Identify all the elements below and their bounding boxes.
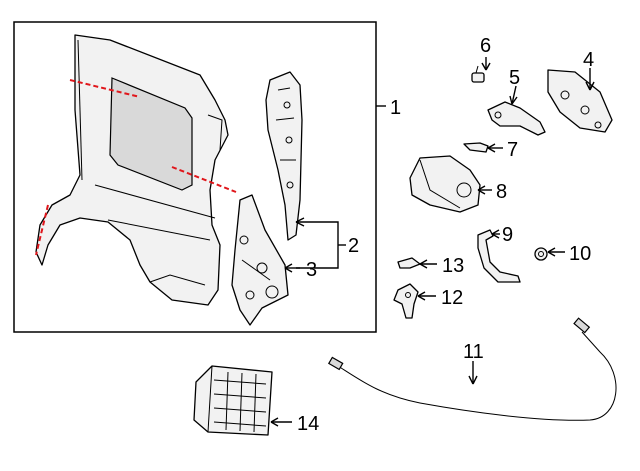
- quarter-panel: [35, 34, 229, 306]
- callout-5: 5: [509, 67, 520, 89]
- clip-part-6: [471, 65, 485, 83]
- grommet-part-10: [534, 247, 548, 261]
- callout-3: 3: [306, 259, 317, 281]
- bumper-part-7: [463, 142, 489, 153]
- callout-14: 14: [297, 413, 319, 435]
- hinge-part-5: [487, 101, 546, 136]
- callout-9: 9: [502, 224, 513, 246]
- callout-4: 4: [583, 49, 594, 71]
- callout-2: 2: [348, 235, 359, 257]
- callout-10: 10: [569, 243, 591, 265]
- cut-line-wheel: [35, 204, 49, 256]
- callout-13: 13: [442, 255, 464, 277]
- bracket-part-4: [547, 69, 613, 133]
- callout-11: 11: [463, 341, 484, 363]
- cable-part-11: [327, 317, 617, 421]
- cut-lines: [35, 79, 237, 256]
- inner-panel-part-3: [231, 194, 289, 326]
- callout-12: 12: [441, 287, 463, 309]
- callout-1: 1: [390, 97, 401, 119]
- housing-part-8: [409, 155, 481, 213]
- assembly-frame: [13, 21, 377, 333]
- callout-7: 7: [507, 139, 518, 161]
- callout-6: 6: [480, 35, 491, 57]
- pillar-part-2: [265, 71, 303, 241]
- leader-5: [511, 85, 517, 105]
- clip-part-13: [397, 257, 421, 269]
- cut-line-middle: [171, 166, 237, 193]
- bracket-part-12: [393, 283, 419, 319]
- vent-part-14: [193, 365, 273, 436]
- cut-line-upper: [69, 79, 141, 98]
- callout-8: 8: [496, 181, 507, 203]
